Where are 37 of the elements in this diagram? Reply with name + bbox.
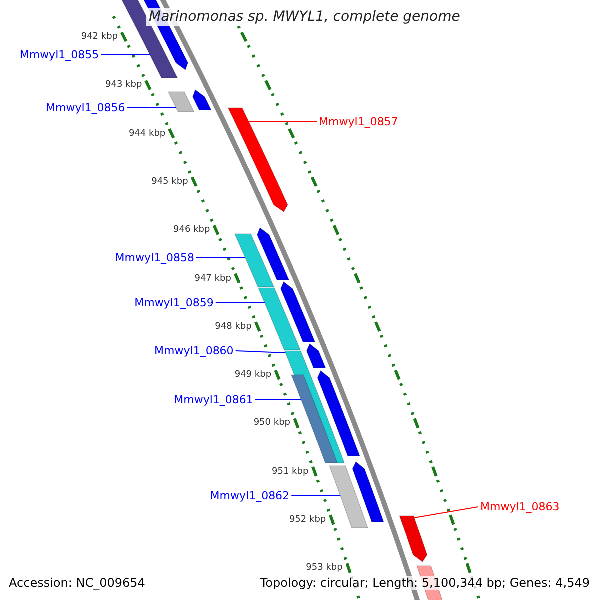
gene-feature bbox=[280, 282, 316, 342]
gene-feature bbox=[317, 370, 360, 456]
gene-feature bbox=[352, 462, 384, 522]
leader-line bbox=[235, 350, 286, 354]
leader-line bbox=[215, 302, 266, 304]
accession-text: Accession: NC_009654 bbox=[9, 576, 146, 590]
gene-label: Mmwyl1_0863 bbox=[480, 500, 560, 514]
scale-label: 953 kbp bbox=[306, 563, 343, 574]
scale-label: 943 kbp bbox=[106, 80, 142, 90]
scale-label: 946 kbp bbox=[174, 225, 210, 236]
gene-label: Mmwyl1_0855 bbox=[20, 48, 100, 62]
scale-label: 945 kbp bbox=[152, 176, 188, 187]
gene-label: Mmwyl1_0861 bbox=[174, 394, 254, 406]
scale-label: 947 kbp bbox=[194, 274, 232, 284]
gene-label: Mmwyl1_0858 bbox=[115, 252, 195, 264]
gene-bar bbox=[168, 92, 195, 112]
genome-info-text: Topology: circular; Length: 5,100,344 bp; Genes: 4,549 bbox=[260, 576, 590, 590]
scale-label: 950 kbp bbox=[254, 418, 290, 428]
scale-label: 942 kbp bbox=[81, 32, 118, 42]
gene-feature bbox=[399, 516, 428, 562]
gene-feature bbox=[228, 108, 288, 212]
gene-label: Mmwyl1_0862 bbox=[210, 490, 290, 502]
gene-bar bbox=[258, 288, 301, 350]
leader-line bbox=[414, 506, 479, 518]
scale-label: 949 kbp bbox=[234, 370, 272, 380]
leader-line bbox=[100, 54, 151, 56]
gene-feature bbox=[257, 228, 290, 280]
gene-feature bbox=[192, 90, 212, 110]
gene-feature bbox=[306, 344, 326, 368]
gene-bar bbox=[329, 466, 368, 528]
gene-bar bbox=[234, 234, 275, 288]
gene-label: Mmwyl1_0856 bbox=[46, 102, 126, 114]
scale-label: 944 kbp bbox=[128, 128, 166, 139]
gene-label: Mmwyl1_0859 bbox=[134, 296, 214, 310]
scale-label: 951 kbp bbox=[272, 466, 309, 477]
gene-label: Mmwyl1_0860 bbox=[154, 344, 234, 358]
gene-label: Mmwyl1_0857 bbox=[319, 116, 398, 128]
